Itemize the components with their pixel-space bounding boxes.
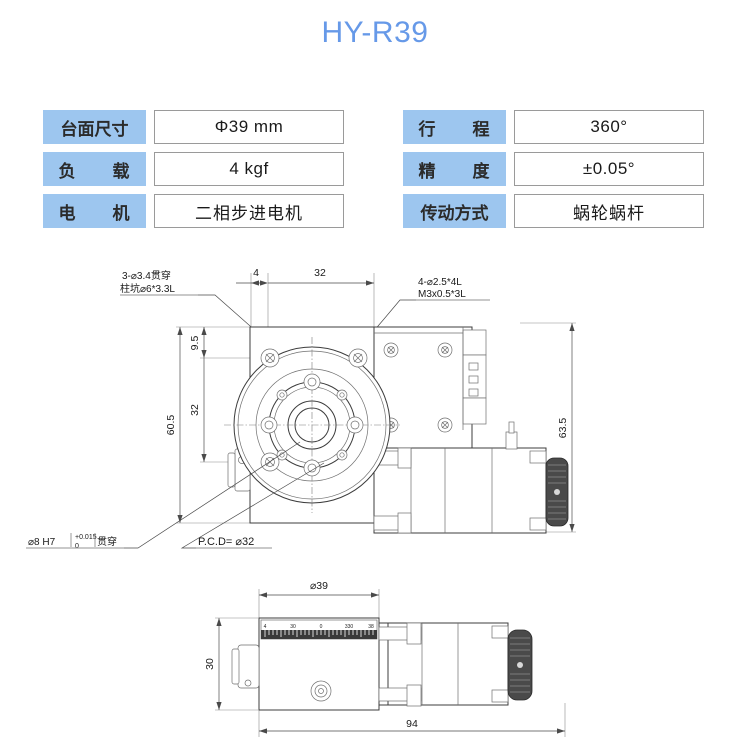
dim-length: 94: [406, 718, 418, 730]
knurled-knob: [545, 457, 569, 527]
dim-arrow: [557, 728, 565, 734]
dim-top-left: 4: [253, 267, 259, 279]
side-view-drawing: ⌀39 30 94 4 30 0 330 38: [204, 580, 566, 737]
spec-value-load: 4 kgf: [154, 152, 344, 186]
dim-arrow: [201, 350, 207, 358]
tapped-hole: [346, 416, 364, 434]
spec-value-motor: 二相步进电机: [154, 194, 344, 228]
spec-label-load: 负 载: [43, 152, 146, 186]
motor-mount-tab: [397, 512, 412, 534]
spec-table-left: 台面尺寸 Φ39 mm 负 载 4 kgf 电 机 二相步进电机: [43, 110, 344, 228]
spec-row: 负 载 4 kgf: [43, 152, 344, 186]
spec-row: 传动方式 蜗轮蜗杆: [403, 194, 704, 228]
counterbore-hole: [260, 348, 280, 368]
small-hole: [336, 389, 348, 401]
pcd-note-leader: [180, 462, 325, 549]
knurled-knob: [507, 629, 533, 701]
pcd-note: P.C.D= ⌀32: [198, 536, 254, 548]
motor-rear-flange: [529, 517, 547, 531]
bore-tol-upper: +0.015: [75, 534, 97, 541]
dim-arrow: [216, 618, 222, 626]
top-view-drawing: 3-⌀3.4贯穿 柱坑⌀6*3.3L 4-⌀2.5*4L M3x0.5*3L 4…: [26, 267, 576, 550]
counterbore-hole: [348, 348, 368, 368]
spec-label-accuracy: 精 度: [403, 152, 506, 186]
dim-left-inner-top: 9.5: [189, 336, 201, 351]
spec-label-travel: 行 程: [403, 110, 506, 144]
spec-row: 台面尺寸 Φ39 mm: [43, 110, 344, 144]
spec-value-accuracy: ±0.05°: [514, 152, 704, 186]
page-title: HY-R39: [321, 16, 429, 49]
tapped-hole: [303, 459, 321, 477]
spec-row: 行 程 360°: [403, 110, 704, 144]
body-boss: [310, 680, 332, 702]
spec-label-motor: 电 机: [43, 194, 146, 228]
housing-screw: [383, 342, 399, 358]
hole-note-line1: 3-⌀3.4贯穿: [122, 269, 171, 282]
motor-shaft-pin: [508, 421, 515, 434]
dim-arrow: [371, 592, 379, 598]
small-hole: [336, 449, 348, 461]
bore-tol-lower: 0: [75, 543, 79, 550]
dim-arrow: [569, 323, 575, 331]
scale-tick-label: 330: [345, 624, 354, 630]
spec-row: 精 度 ±0.05°: [403, 152, 704, 186]
dim-arrow: [177, 327, 183, 335]
motor-shaft-stub: [505, 431, 518, 450]
spec-table-right: 行 程 360° 精 度 ±0.05° 传动方式 蜗轮蜗杆: [403, 110, 704, 228]
tapped-hole: [303, 373, 321, 391]
scale-tick-label: 38: [368, 624, 374, 630]
dim-right-outer: 63.5: [557, 418, 569, 439]
dim-arrow: [260, 280, 268, 286]
dim-arrow: [251, 280, 259, 286]
spec-label-transmission: 传动方式: [403, 194, 506, 228]
motor-mount-tab: [406, 622, 422, 645]
spec-value-transmission: 蜗轮蜗杆: [514, 194, 704, 228]
spec-value-table-size: Φ39 mm: [154, 110, 344, 144]
tolerance-bracket: [70, 533, 96, 547]
dim-arrow: [259, 592, 267, 598]
motor-mount-tab: [397, 447, 412, 469]
spec-label-table-size: 台面尺寸: [43, 110, 146, 144]
bore-note-suffix: 贯穿: [97, 535, 117, 548]
side-mounting-tab: [231, 644, 260, 689]
bore-note: ⌀8 H7: [28, 537, 56, 548]
connector-slot: [468, 375, 479, 384]
small-hole: [276, 389, 288, 401]
dim-table-diameter: ⌀39: [310, 580, 328, 592]
housing-screw: [437, 417, 453, 433]
dim-arrow: [201, 454, 207, 462]
motor-mount-tab: [406, 684, 422, 707]
connector-slot: [468, 362, 479, 371]
connector-fin: [462, 329, 487, 356]
scale-dark-band: [261, 630, 377, 639]
scale-ticks: [264, 630, 374, 637]
scale-tick-label: 0: [320, 624, 323, 630]
hole-note-line2: 柱坑⌀6*3.3L: [120, 282, 175, 295]
spec-row: 电 机 二相步进电机: [43, 194, 344, 228]
connector-fin: [462, 397, 487, 425]
tap-note-line2: M3x0.5*3L: [418, 289, 466, 300]
dim-arrow: [366, 280, 374, 286]
dim-left-inner-mid: 32: [189, 404, 201, 416]
dim-height: 30: [204, 658, 216, 670]
tapped-hole: [260, 416, 278, 434]
motor-rear-flange: [491, 689, 509, 703]
housing-screw: [437, 342, 453, 358]
dim-arrow: [177, 515, 183, 523]
scale-tick-label: 4: [264, 624, 267, 630]
dim-left-outer: 60.5: [165, 415, 177, 436]
motor-rear-flange: [491, 625, 509, 639]
scale-tick-label: 30: [290, 624, 296, 630]
bore-note-leader: [124, 441, 301, 549]
spec-value-travel: 360°: [514, 110, 704, 144]
connector-slot: [468, 388, 479, 397]
dim-arrow: [216, 702, 222, 710]
dim-top-right: 32: [314, 267, 326, 279]
dim-arrow: [201, 327, 207, 335]
tap-note-line1: 4-⌀2.5*4L: [418, 277, 462, 288]
motor-rear-flange: [529, 450, 547, 464]
dim-arrow: [569, 524, 575, 532]
dim-arrow: [259, 728, 267, 734]
